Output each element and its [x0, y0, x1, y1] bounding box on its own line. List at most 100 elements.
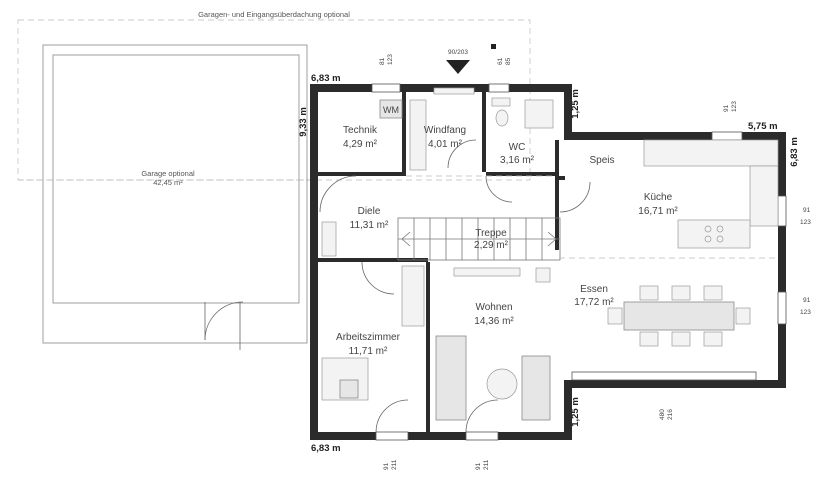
wall-east — [778, 132, 786, 388]
wc-door-swing — [485, 175, 513, 203]
dimension-top-left-width: 6,83 m — [311, 73, 341, 84]
coffee-table — [486, 368, 518, 400]
technik-door-swing — [319, 175, 357, 213]
window-office-bottom — [375, 431, 409, 441]
wall-step-south — [564, 380, 572, 440]
lamp-marker-icon — [491, 44, 496, 49]
room-arbeitszimmer-area: 11,71 m² — [349, 346, 388, 357]
optional-roof-outline — [17, 19, 531, 181]
room-kueche-name: Küche — [644, 192, 673, 203]
wall-south-left — [310, 432, 572, 440]
garage-outer-outline — [42, 44, 308, 344]
windfang-door-swing — [447, 139, 477, 169]
window-technik — [371, 83, 401, 93]
room-diele-area: 11,31 m² — [350, 220, 389, 231]
room-wc-name: WC — [509, 142, 526, 153]
window-kitchen-right — [777, 195, 787, 227]
interior-walls — [318, 92, 565, 432]
room-speis-name: Speis — [589, 155, 614, 166]
window-size-kitchen-right-b: 123 — [800, 219, 811, 226]
dimension-mid-offset-top: 1,25 m — [570, 89, 581, 119]
window-size-kitchen-right-a: 91 — [803, 207, 811, 214]
window-size-kitchen-top-b: 123 — [731, 101, 738, 112]
window-size-essen-bottom-a: 480 — [659, 409, 666, 420]
wall-west — [310, 84, 318, 440]
window-size-wohnen-bottom-a: 91 — [475, 462, 482, 470]
wall-office-north — [318, 258, 428, 262]
wall-windfang-east — [482, 92, 486, 172]
kitchen-counter-right — [749, 165, 779, 227]
chair — [735, 307, 751, 325]
wc-sink — [491, 97, 511, 107]
dimension-right-width: 5,75 m — [748, 121, 778, 132]
window-size-wohnen-bottom-b: 211 — [483, 459, 490, 470]
window-kitchen-top — [711, 131, 743, 141]
wardrobe — [409, 99, 427, 171]
garage-door-swing — [204, 301, 244, 341]
roof-note: Garagen- und Eingangsüberdachung optiona… — [198, 10, 350, 19]
windows — [371, 83, 787, 441]
speis-door-swing — [559, 181, 591, 213]
dining-table — [623, 301, 735, 331]
room-arbeitszimmer-name: Arbeitszimmer — [336, 332, 401, 343]
room-windfang-name: Windfang — [424, 125, 466, 136]
kitchen-island — [677, 219, 751, 249]
wohnen-window-door — [465, 399, 499, 433]
window-essen-right — [777, 291, 787, 325]
toilet — [495, 109, 509, 127]
garage-inner-outline — [52, 54, 300, 304]
window-size-essen-bottom-b: 216 — [667, 409, 674, 420]
room-technik-area: 4,29 m² — [343, 139, 378, 150]
room-essen-area: 17,72 m² — [574, 297, 614, 308]
office-shelf — [401, 265, 425, 327]
furniture: WM — [321, 97, 779, 421]
wall-technik-south — [318, 172, 406, 176]
window-size-office-bottom-a: 91 — [383, 462, 390, 470]
room-wohnen-name: Wohnen — [475, 302, 512, 313]
room-wohnen-area: 14,36 m² — [474, 316, 514, 327]
wall-north-right — [564, 132, 786, 140]
garage-name: Garage optional — [141, 169, 195, 178]
dimension-mid-offset-bottom: 1,25 m — [570, 397, 581, 427]
kitchen-counter-top — [643, 139, 779, 167]
room-windfang-area: 4,01 m² — [428, 139, 463, 150]
window-size-technik-top-b: 123 — [387, 54, 394, 65]
room-treppe-area: 2,29 m² — [474, 240, 509, 251]
armchair-sofa — [521, 355, 551, 421]
stair-arrow — [401, 231, 411, 247]
chair — [639, 331, 659, 347]
window-size-office-bottom-b: 211 — [391, 459, 398, 470]
entrance-arrow-label: 90/203 — [448, 49, 468, 56]
window-size-kitchen-top-a: 91 — [723, 104, 730, 112]
office-door-swing — [361, 261, 395, 295]
entrance-door-frame — [433, 87, 475, 95]
dimension-bottom-left-width: 6,83 m — [311, 443, 341, 454]
window-size-labels: 81 123 61 85 91 123 91 123 91 123 480 21… — [379, 54, 811, 470]
dimension-right-height: 6,83 m — [789, 137, 800, 167]
wall-step-north — [564, 84, 572, 132]
washing-machine-label: WM — [383, 105, 399, 115]
wall-office-east — [426, 262, 430, 432]
hob-burner — [704, 235, 712, 243]
chair — [703, 285, 723, 301]
doors — [319, 87, 591, 433]
wall-south-right — [564, 380, 786, 388]
wall-speis-west — [555, 140, 559, 250]
chair — [703, 331, 723, 347]
hob-burner — [716, 225, 724, 233]
room-wc-area: 3,16 m² — [500, 155, 535, 166]
staircase — [397, 217, 561, 261]
room-technik-name: Technik — [343, 125, 378, 136]
chair — [607, 307, 623, 325]
room-treppe-name: Treppe — [475, 228, 507, 239]
room-diele-name: Diele — [358, 206, 381, 217]
window-wc — [488, 83, 510, 93]
washing-machine — [379, 99, 403, 119]
wall-technik-east — [402, 92, 406, 172]
window-size-technik-top-a: 81 — [379, 57, 386, 65]
window-size-wc-top-a: 61 — [497, 57, 504, 65]
coat-rack — [321, 221, 337, 257]
chair — [639, 285, 659, 301]
room-kueche-area: 16,71 m² — [638, 206, 678, 217]
